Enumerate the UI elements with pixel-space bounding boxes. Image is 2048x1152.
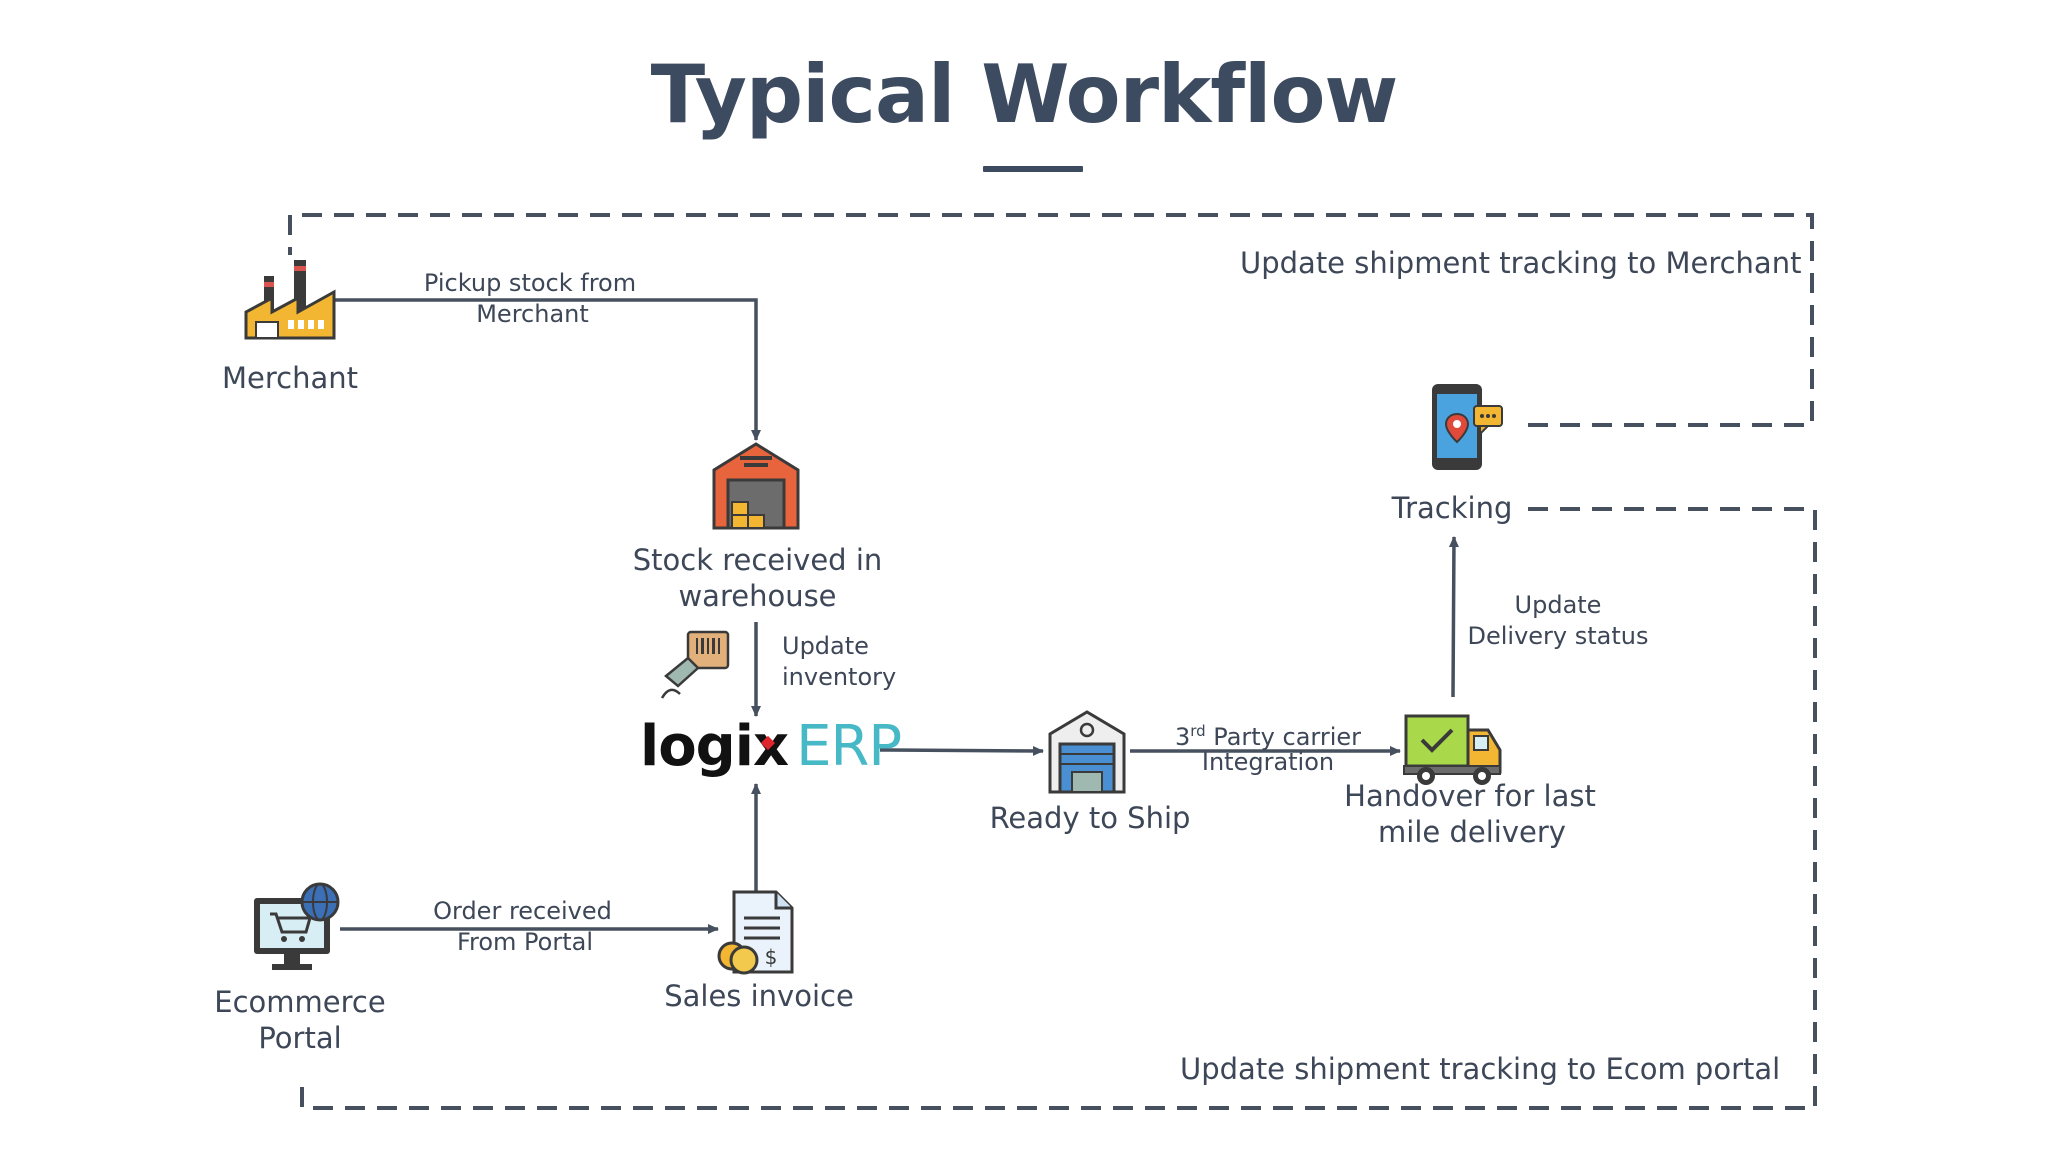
pickup-label-line2: Merchant	[476, 300, 589, 328]
page-title: Typical Workflow	[650, 48, 1399, 141]
sales-invoice-label: Sales invoice	[664, 979, 854, 1013]
logo-text-x: x	[752, 714, 789, 779]
carrier-label-line1: 3rd Party carrier	[1148, 716, 1388, 753]
shipping-dock-icon	[1046, 708, 1128, 794]
merchant-feedback-dashed-line	[288, 213, 1814, 427]
warehouse-icon	[710, 440, 802, 532]
logo-text-erp: ERP	[796, 714, 902, 779]
update-inventory-label-line1: Update	[782, 632, 869, 660]
warehouse-label-line1: Stock received in	[632, 543, 883, 577]
factory-icon	[242, 254, 338, 344]
update-delivery-status-arrow	[1448, 536, 1459, 698]
handover-label-line2: mile delivery	[1378, 815, 1566, 849]
order-received-label-line1: Order received	[433, 897, 612, 925]
delivery-status-label-line2: Delivery status	[1467, 622, 1649, 650]
ecom-feedback-dashed-line	[300, 507, 1817, 1110]
carrier-prefix: 3	[1174, 723, 1191, 751]
logo-text-logi: logi	[640, 714, 754, 779]
delivery-status-label-line1: Update	[1514, 591, 1602, 619]
carrier-suffix: Party carrier	[1205, 723, 1362, 751]
carrier-sup: rd	[1190, 722, 1206, 740]
carrier-label-line2: Integration	[1201, 748, 1335, 776]
handover-label-line1: Handover for last	[1344, 779, 1596, 813]
pickup-label-line1: Pickup stock from	[423, 269, 637, 297]
merchant-label: Merchant	[222, 361, 358, 395]
tracking-label: Tracking	[1391, 491, 1513, 525]
update-inventory-label-line2: inventory	[782, 663, 897, 691]
order-received-label-line2: From Portal	[456, 928, 594, 956]
merchant-tracking-update-label: Update shipment tracking to Merchant	[1240, 246, 1802, 280]
ready-to-ship-label: Ready to Ship	[989, 801, 1191, 835]
invoice-document-icon: $	[714, 888, 800, 976]
title-underline	[983, 166, 1083, 172]
mobile-tracking-icon	[1428, 382, 1508, 472]
ecommerce-computer-icon	[250, 880, 346, 972]
ecommerce-label-line2: Portal	[258, 1021, 342, 1055]
erp-to-ready-arrow	[879, 745, 1044, 756]
warehouse-label-line2: warehouse	[678, 579, 837, 613]
pickup-arrow	[335, 298, 761, 441]
svg-text:$: $	[765, 945, 778, 969]
ecom-tracking-update-label: Update shipment tracking to Ecom portal	[1180, 1052, 1781, 1086]
delivery-truck-icon	[1402, 712, 1504, 788]
barcode-scanner-icon	[658, 628, 732, 700]
ecommerce-label-line1: Ecommerce	[214, 985, 386, 1019]
